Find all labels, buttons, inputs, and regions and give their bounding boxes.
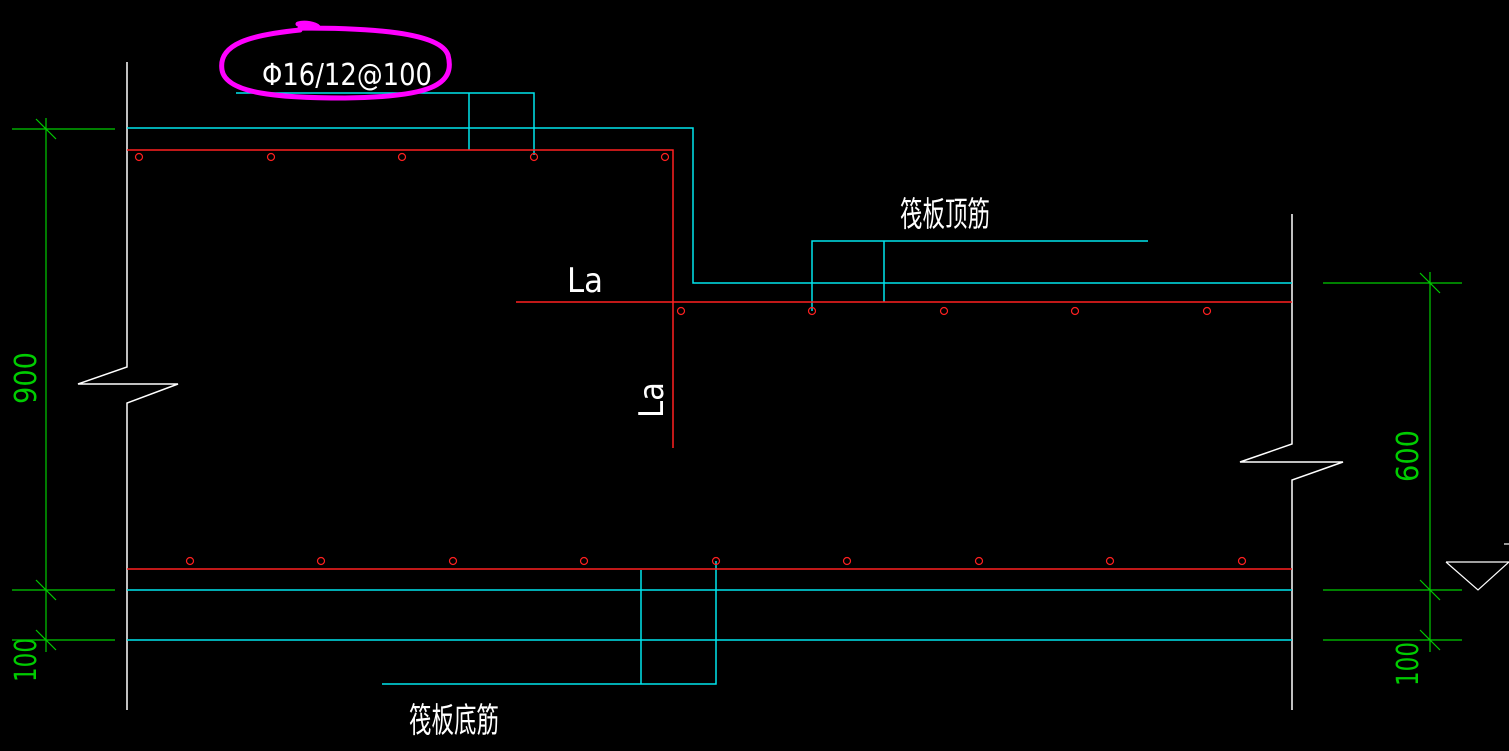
rebar-dot: [676, 306, 686, 316]
anchor-length-label-horizontal: La: [567, 261, 603, 301]
dimension-left: [12, 118, 115, 652]
rebar-lines: [127, 149, 1292, 570]
upper-rebar-bent: [127, 149, 674, 448]
rebar-dot: [1237, 556, 1247, 566]
rebar-dot: [266, 152, 276, 162]
cyan-lines: [127, 92, 1292, 685]
rebar-dot: [579, 556, 589, 566]
rebar-dot: [807, 306, 817, 316]
elevation-triangle-sides: [1445, 561, 1509, 591]
top-step-outline: [127, 127, 1292, 284]
dim-tick: [1419, 272, 1441, 294]
rebar-dot: [448, 556, 458, 566]
dim-left-900: 900: [9, 352, 44, 404]
rebar-dot: [711, 556, 721, 566]
dim-right-600: 600: [1391, 430, 1426, 482]
callout-highlight: [219, 20, 452, 101]
bottom-rebar-label: 筏板底筋: [409, 701, 499, 741]
callout-leader: [236, 92, 535, 155]
top-rebar-label: 筏板顶筋: [900, 195, 990, 235]
rebar-dot: [185, 556, 195, 566]
rebar-dot: [842, 556, 852, 566]
rebar-dot: [397, 152, 407, 162]
rebar-dot: [1070, 306, 1080, 316]
anchor-length-label-vertical: La: [632, 382, 672, 418]
dim-tick: [35, 118, 57, 140]
rebar-dot: [529, 152, 539, 162]
right-wall-line: [1239, 214, 1344, 710]
concrete-outline: [77, 62, 1344, 710]
rebar-dot: [660, 152, 670, 162]
dim-tick: [1419, 579, 1441, 601]
bottom-rebar-leader: [382, 561, 717, 685]
dim-tick: [1419, 629, 1441, 651]
top-rebar-leader: [811, 240, 1148, 311]
dim-tick: [35, 579, 57, 601]
rebar-dot: [1202, 306, 1212, 316]
dim-left-100: 100: [9, 638, 44, 682]
rebar-dots: [134, 152, 1247, 566]
rebar-dot: [1105, 556, 1115, 566]
elevation-symbol: [1445, 543, 1509, 591]
labels: Φ16/12@100 筏板顶筋 筏板底筋 La La 900 100 600 1…: [9, 20, 1426, 741]
rebar-dot: [974, 556, 984, 566]
dimension-right: [1323, 272, 1462, 652]
left-wall-line: [77, 62, 179, 710]
rebar-dot: [316, 556, 326, 566]
rebar-dot: [939, 306, 949, 316]
rebar-dot: [134, 152, 144, 162]
dim-right-100: 100: [1391, 642, 1426, 686]
rebar-callout-text: Φ16/12@100: [262, 58, 432, 93]
dim-tick: [35, 629, 57, 651]
